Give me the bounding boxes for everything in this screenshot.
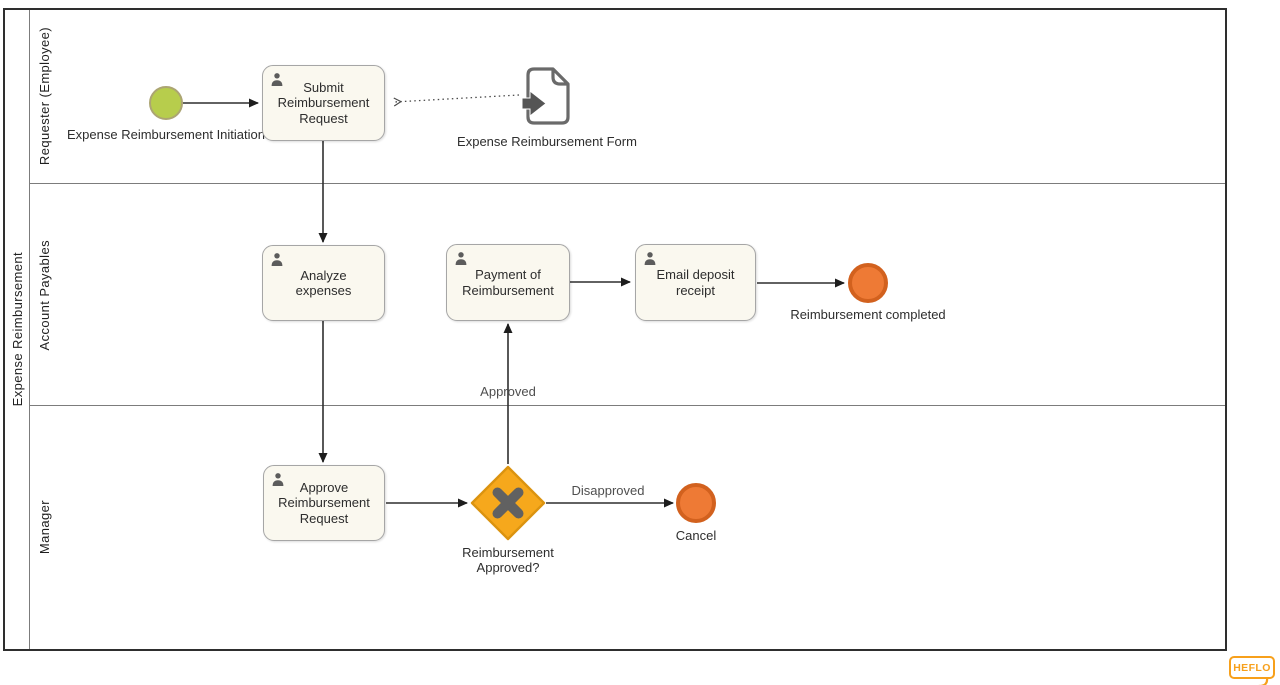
task-label: Email deposit receipt: [656, 267, 735, 298]
heflo-logo-text: HEFLO: [1233, 661, 1271, 674]
task-submit-reimbursement-request[interactable]: Submit Reimbursement Request: [262, 65, 385, 141]
pool-label: Expense Reimbursement: [9, 252, 25, 407]
exclusive-gateway-diamond[interactable]: [470, 465, 546, 541]
task-label: Approve Reimbursement Request: [278, 480, 370, 526]
lane-label-account-payables: Account Payables: [36, 239, 52, 351]
task-approve-reimbursement-request[interactable]: Approve Reimbursement Request: [263, 465, 385, 541]
user-task-icon: [271, 253, 283, 266]
lane-requester-employee: Requester (Employee): [29, 10, 1225, 183]
end-event-cancel-label: Cancel: [675, 528, 717, 543]
pool-header: Expense Reimbursement: [5, 10, 30, 649]
flow-label-approved: Approved: [480, 384, 536, 399]
user-task-icon: [455, 252, 467, 265]
data-object-form-label: Expense Reimbursement Form: [457, 134, 637, 149]
lane-label-container: Manager: [29, 406, 59, 649]
gateway-label: Reimbursement Approved?: [462, 545, 554, 576]
lane-label-requester: Requester (Employee): [36, 27, 52, 166]
task-analyze-expenses[interactable]: Analyze expenses: [262, 245, 385, 321]
flow-label-disapproved: Disapproved: [571, 483, 645, 498]
task-label: Payment of Reimbursement: [462, 267, 554, 298]
lane-label-container: Requester (Employee): [29, 10, 59, 183]
user-task-icon: [644, 252, 656, 265]
end-event-completed-label: Reimbursement completed: [790, 307, 946, 322]
end-event-cancel-circle[interactable]: [676, 483, 716, 523]
user-task-icon: [271, 73, 283, 86]
lane-label-container: Account Payables: [29, 184, 59, 406]
data-object-form-icon[interactable]: [521, 65, 571, 127]
gateway-x-icon: [492, 487, 524, 519]
task-label: Submit Reimbursement Request: [277, 80, 370, 126]
end-event-completed-circle[interactable]: [848, 263, 888, 303]
start-event-circle[interactable]: [149, 86, 183, 120]
pool-expense-reimbursement: Expense Reimbursement Requester (Employe…: [3, 8, 1227, 651]
heflo-logo-tail: [1258, 677, 1269, 685]
lane-account-payables: Account Payables: [29, 183, 1225, 406]
start-event-label: Expense Reimbursement Initiation: [67, 127, 265, 142]
user-task-icon: [272, 473, 284, 486]
task-label: Analyze expenses: [295, 267, 352, 298]
lane-manager: Manager: [29, 405, 1225, 649]
lane-label-manager: Manager: [36, 500, 52, 555]
heflo-logo[interactable]: HEFLO: [1229, 656, 1275, 685]
task-payment-of-reimbursement[interactable]: Payment of Reimbursement: [446, 244, 570, 321]
task-email-deposit-receipt[interactable]: Email deposit receipt: [635, 244, 756, 321]
